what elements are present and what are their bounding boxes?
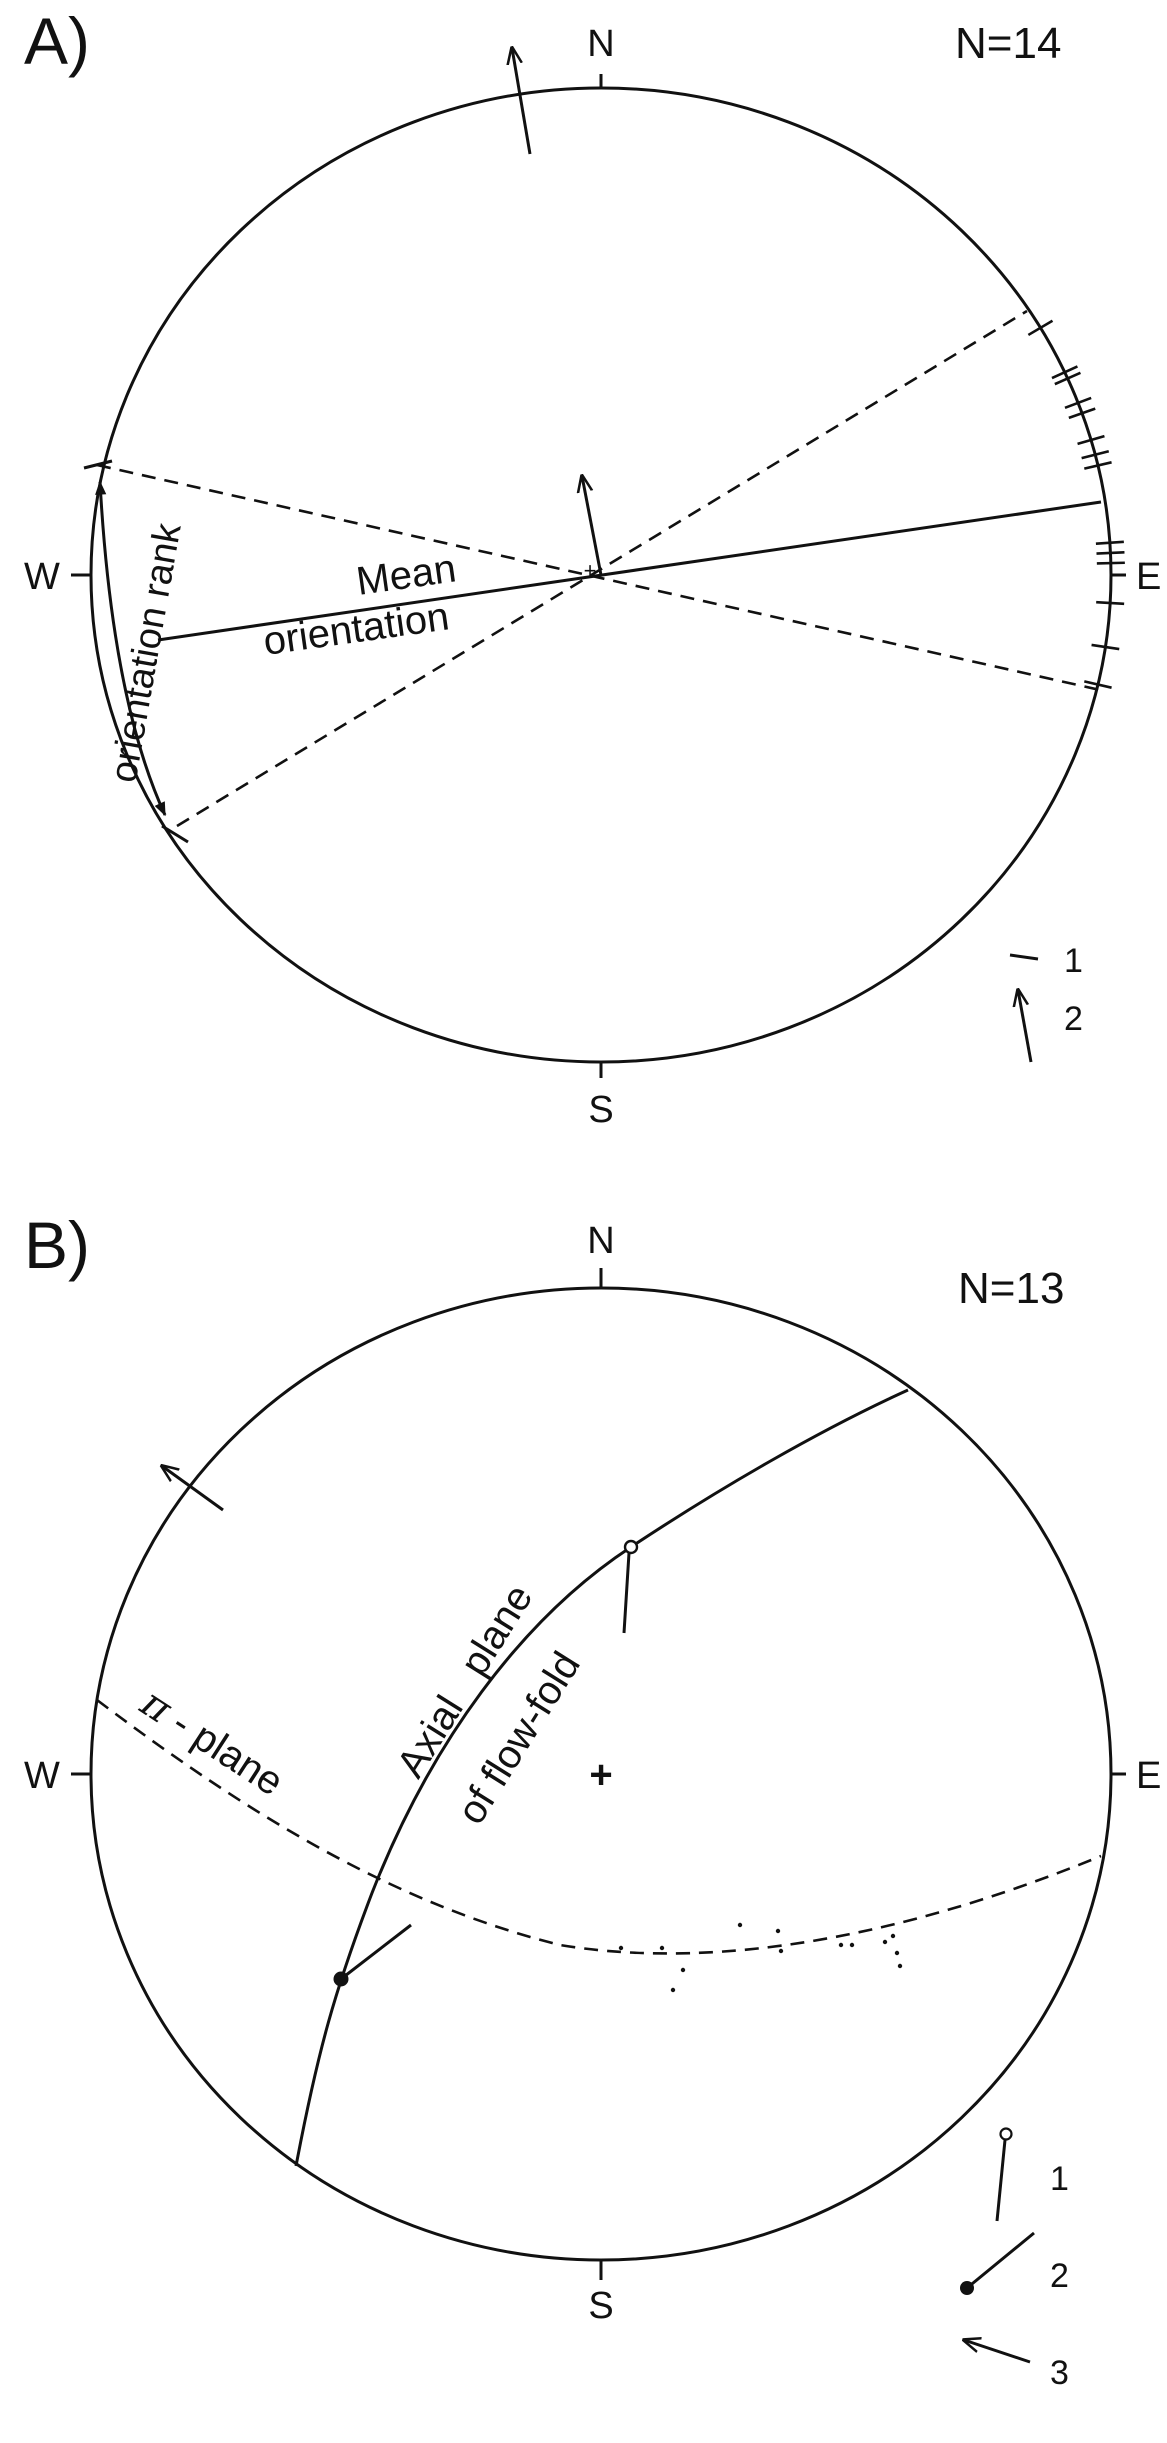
legend-arrow-symbol bbox=[964, 2340, 1031, 2364]
panel-b-label: B) bbox=[24, 1208, 90, 1282]
legend-item-3-label: 3 bbox=[1050, 2354, 1069, 2392]
orientation-tick bbox=[1054, 371, 1081, 386]
south-label: S bbox=[588, 1089, 613, 1131]
orientation-tick bbox=[1096, 600, 1125, 606]
panel-a: A) N=14 N S W E + orientation rank Mean … bbox=[24, 4, 1161, 1131]
orientation-rank-arc-arrow bbox=[95, 480, 167, 817]
west-label: W bbox=[24, 1755, 60, 1797]
south-label: S bbox=[588, 2285, 613, 2327]
legend-filled-dot-line bbox=[966, 2231, 1035, 2290]
center-cross: + bbox=[584, 558, 597, 583]
legend-item-2-label: 2 bbox=[1050, 2257, 1069, 2295]
orientation-ticks bbox=[1027, 319, 1125, 689]
north-arrow-outside bbox=[512, 48, 532, 155]
east-label: E bbox=[1136, 1755, 1161, 1797]
orientation-tick bbox=[1083, 680, 1112, 689]
orientation-tick bbox=[1095, 540, 1124, 545]
orientation-tick bbox=[1083, 461, 1112, 470]
pole-point bbox=[897, 1963, 903, 1969]
pole-point bbox=[618, 1945, 624, 1951]
panel-b-count: N=13 bbox=[958, 1264, 1064, 1313]
mean-orientation-line bbox=[157, 500, 1102, 642]
panel-b: B) N=13 N S W E + π - plane Axial plane … bbox=[24, 1208, 1161, 2392]
panel-a-legend: 1 2 bbox=[1009, 942, 1083, 1063]
rank-boundary-dashed-2 bbox=[176, 309, 1028, 828]
pole-point bbox=[882, 1939, 888, 1945]
legend-arrow-symbol bbox=[1018, 990, 1033, 1063]
north-label: N bbox=[587, 1220, 614, 1262]
pole-points bbox=[618, 1922, 903, 1993]
axial-plane-great-circle bbox=[294, 1388, 909, 2167]
pole-point bbox=[894, 1950, 900, 1956]
pole-point bbox=[849, 1942, 855, 1948]
center-cross: + bbox=[589, 1753, 612, 1797]
pi-axis-line bbox=[340, 1923, 412, 1981]
pole-point bbox=[890, 1933, 896, 1939]
orientation-tick bbox=[1081, 449, 1110, 460]
panel-a-label: A) bbox=[24, 4, 90, 78]
rank-tick-west-2 bbox=[161, 824, 189, 844]
legend-item-2-label: 2 bbox=[1064, 1000, 1083, 1038]
orientation-label: orientation bbox=[261, 594, 452, 664]
fold-axis-open-circle bbox=[623, 1539, 639, 1555]
pole-point bbox=[838, 1942, 844, 1948]
legend-filled-dot-symbol bbox=[960, 2281, 974, 2295]
north-label: N bbox=[587, 23, 614, 65]
orientation-tick bbox=[1064, 396, 1092, 410]
panel-b-legend: 1 2 3 bbox=[960, 2127, 1069, 2392]
center-vector-arrow bbox=[582, 476, 603, 576]
pi-plane-text: - plane bbox=[155, 1695, 291, 1805]
east-label: E bbox=[1136, 556, 1161, 598]
pole-point bbox=[659, 1945, 665, 1951]
legend-open-circle-line bbox=[995, 2139, 1007, 2222]
orientation-tick bbox=[1096, 561, 1125, 565]
pole-point bbox=[680, 1967, 686, 1973]
pole-point bbox=[775, 1928, 781, 1934]
legend-item-1-label: 1 bbox=[1050, 2160, 1069, 2198]
flow-direction-arrow bbox=[162, 1466, 224, 1512]
pole-point bbox=[737, 1922, 743, 1928]
fold-axis-line bbox=[622, 1552, 631, 1634]
legend-item-1-label: 1 bbox=[1064, 942, 1083, 980]
rank-tick-west-1 bbox=[83, 459, 113, 470]
orientation-tick bbox=[1051, 365, 1078, 380]
orientation-tick bbox=[1077, 434, 1105, 446]
legend-tick-symbol bbox=[1009, 953, 1039, 961]
legend-open-circle-symbol bbox=[999, 2127, 1013, 2141]
orientation-tick bbox=[1027, 319, 1054, 337]
pi-plane-great-circle bbox=[96, 1698, 1102, 1955]
west-label: W bbox=[24, 556, 60, 598]
panel-a-count: N=14 bbox=[955, 19, 1061, 68]
orientation-tick bbox=[1068, 407, 1096, 420]
pole-point bbox=[778, 1948, 784, 1954]
pole-point bbox=[670, 1987, 676, 1993]
rank-boundary-dashed-1 bbox=[96, 463, 1101, 692]
orientation-tick bbox=[1091, 643, 1120, 651]
orientation-tick bbox=[1096, 550, 1125, 555]
orientation-rank-label: orientation rank bbox=[103, 519, 190, 785]
